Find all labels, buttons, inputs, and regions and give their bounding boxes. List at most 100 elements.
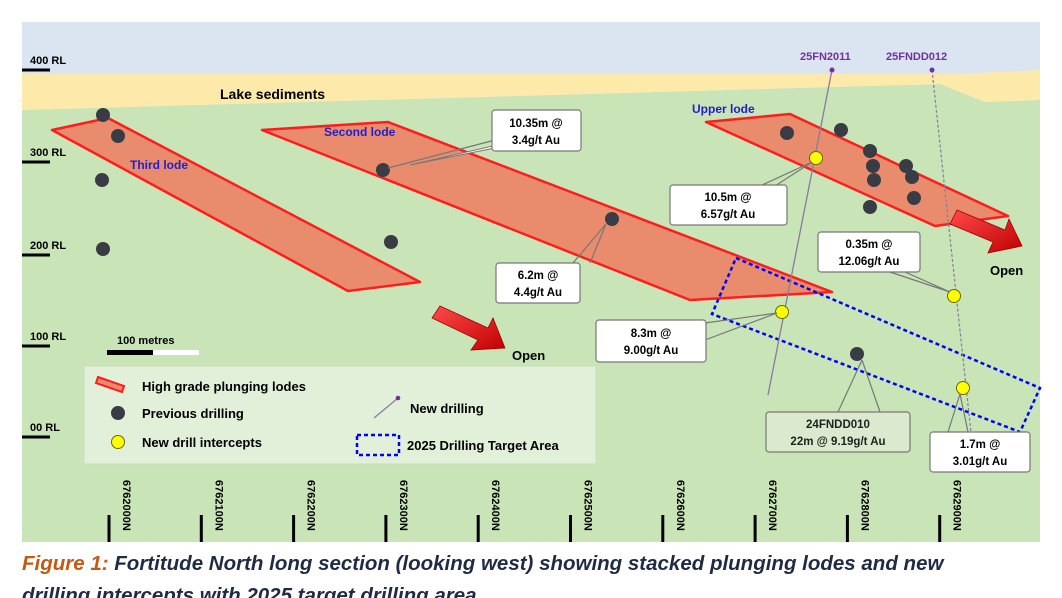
callout-text: 10.5m @ — [704, 192, 751, 204]
new-drilling-collar-swatch — [395, 395, 401, 401]
intercept-swatch — [111, 435, 125, 449]
legend-new-drilling-label: New drilling — [410, 401, 484, 416]
rl-label-00: 00 RL — [30, 422, 60, 434]
previous-hole — [907, 191, 921, 205]
callout-text: 6.57g/t Au — [701, 209, 756, 221]
figure-caption: Figure 1: Fortitude North long section (… — [22, 552, 943, 576]
legend-intercepts-label: New drill intercepts — [142, 435, 262, 450]
scale-label: 100 metres — [117, 335, 175, 347]
rl-label-300: 300 RL — [30, 147, 66, 159]
new-drilling-swatch — [373, 397, 399, 419]
previous-hole — [111, 129, 125, 143]
previous-hole — [834, 123, 848, 137]
hole-label-25fndd012: 25FNDD012 — [886, 51, 947, 63]
callout-text: 9.00g/t Au — [624, 345, 679, 357]
open-label-upper: Open — [990, 263, 1023, 278]
previous-hole — [863, 144, 877, 158]
figure-number: Figure 1: — [22, 552, 109, 575]
previous-hole — [866, 159, 880, 173]
previous-hole — [96, 242, 110, 256]
callout-text: 10.35m @ — [509, 118, 562, 130]
northing-label: 6762200N — [305, 480, 317, 531]
target-swatch — [355, 433, 401, 457]
third-lode-label: Third lode — [130, 158, 188, 172]
callout-6-2m: 6.2m @ 4.4g/t Au — [495, 223, 607, 304]
callout-1-7m: 1.7m @ 3.01g/t Au — [929, 393, 1031, 473]
callout-text: 4.4g/t Au — [514, 287, 562, 299]
lode-swatch — [94, 375, 126, 394]
scale-bar-white — [153, 350, 199, 355]
rl-label-400: 400 RL — [30, 55, 66, 67]
northing-label: 6762300N — [397, 480, 409, 531]
previous-hole — [384, 235, 398, 249]
open-arrow-upper — [949, 209, 1023, 254]
open-arrow-lower — [431, 305, 506, 351]
new-intercept — [956, 381, 970, 395]
previous-hole — [780, 126, 794, 140]
legend-box — [83, 365, 597, 465]
northing-label: 6762600N — [674, 480, 686, 531]
previous-hole — [867, 173, 881, 187]
callout-text: 12.06g/t Au — [839, 256, 900, 268]
new-intercept — [775, 305, 789, 319]
lake-sediment-band — [22, 70, 1040, 110]
previous-hole — [95, 173, 109, 187]
collar-25fn2011 — [829, 67, 835, 73]
northing-label: 6762500N — [582, 480, 594, 531]
northing-label: 6762700N — [766, 480, 778, 531]
previous-hole — [605, 212, 619, 226]
callout-24fndd010: 24FNDD010 22m @ 9.19g/t Au — [765, 359, 911, 453]
callout-text: 24FNDD010 — [806, 419, 870, 431]
callout-10-35m: 10.35m @ 3.4g/t Au — [387, 109, 582, 169]
previous-hole — [863, 200, 877, 214]
upper-lode — [704, 112, 1010, 228]
callout-text: 8.3m @ — [631, 328, 672, 340]
previous-hole — [96, 108, 110, 122]
figure-caption-line2: drilling intercepts with 2025 target dri… — [22, 584, 477, 598]
third-lode — [50, 116, 422, 293]
previous-drilling-points — [95, 108, 921, 361]
upper-lode-label: Upper lode — [692, 102, 755, 116]
northing-label: 6762000N — [120, 480, 132, 531]
callout-8-3m: 8.3m @ 9.00g/t Au — [595, 312, 778, 363]
previous-hole — [850, 347, 864, 361]
previous-hole — [899, 159, 913, 173]
collar-25fndd012 — [929, 67, 935, 73]
previous-drilling-swatch — [111, 406, 125, 420]
hole-label-25fn2011: 25FN2011 — [800, 51, 851, 63]
open-label-lower: Open — [512, 348, 545, 363]
northing-label: 6762100N — [212, 480, 224, 531]
rl-label-100: 100 RL — [30, 331, 66, 343]
callout-0-35m: 0.35m @ 12.06g/t Au — [817, 231, 951, 293]
callout-text: 3.01g/t Au — [953, 456, 1008, 468]
callout-text: 1.7m @ — [960, 439, 1001, 451]
sky-band — [22, 22, 1040, 74]
callout-text: 22m @ 9.19g/t Au — [790, 436, 885, 448]
figure-caption-text: Fortitude North long section (looking we… — [114, 552, 944, 575]
new-intercept-points — [775, 151, 970, 395]
callout-text: 0.35m @ — [845, 239, 892, 251]
second-lode-label: Second lode — [324, 125, 396, 139]
second-lode — [260, 120, 834, 302]
callout-text: 6.2m @ — [518, 270, 559, 282]
callout-10-5m: 10.5m @ 6.57g/t Au — [669, 161, 813, 226]
northing-label: 6762900N — [951, 480, 963, 531]
legend-previous-label: Previous drilling — [142, 406, 244, 421]
new-intercept — [809, 151, 823, 165]
drill-hole-25fndd012 — [931, 69, 976, 471]
scale-bar-black — [107, 350, 153, 355]
rl-label-200: 200 RL — [30, 240, 66, 252]
northing-axis: 6762000N 6762100N 6762200N 6762300N 6762400N… — [107, 480, 963, 542]
northing-label: 6762800N — [858, 480, 870, 531]
legend-lodes-label: High grade plunging lodes — [142, 379, 306, 394]
legend-target-label: 2025 Drilling Target Area — [407, 438, 559, 453]
new-intercept — [947, 289, 961, 303]
drill-hole-25fn2011 — [767, 69, 833, 396]
callout-text: 3.4g/t Au — [512, 135, 560, 147]
northing-strip — [22, 470, 1040, 542]
northing-label: 6762400N — [489, 480, 501, 531]
rl-scale: 400 RL 300 RL 200 RL 100 RL 00 RL — [22, 55, 66, 439]
previous-hole — [376, 163, 390, 177]
legend: High grade plunging lodes Previous drill… — [83, 365, 597, 465]
